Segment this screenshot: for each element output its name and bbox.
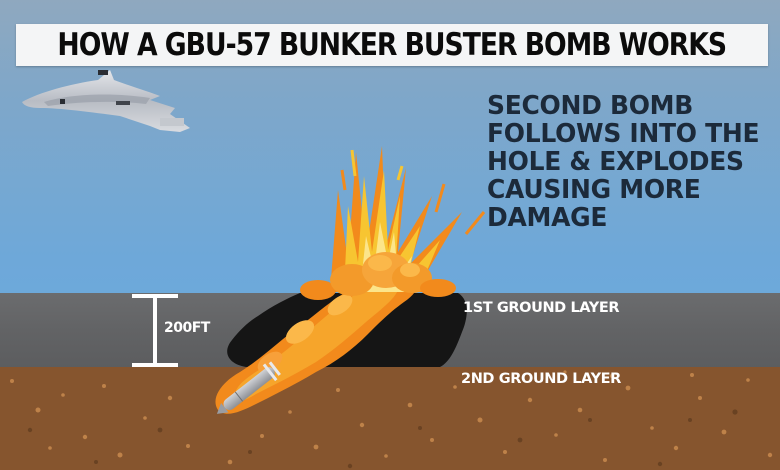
explosion-icon bbox=[300, 146, 486, 300]
bracket-stem bbox=[153, 294, 157, 366]
callout-line: SECOND BOMB bbox=[487, 91, 693, 121]
soil-speckles bbox=[10, 370, 773, 465]
callout-line: DAMAGE bbox=[487, 203, 608, 233]
stealth-bomber-icon bbox=[22, 70, 190, 132]
callout-text: SECOND BOMB FOLLOWS INTO THE HOLE & EXPL… bbox=[487, 92, 780, 232]
bracket-bottom bbox=[132, 363, 178, 367]
second-ground-layer bbox=[0, 367, 780, 470]
title-banner: HOW A GBU-57 BUNKER BUSTER BOMB WORKS bbox=[16, 24, 768, 66]
bomb-icon bbox=[216, 361, 281, 414]
callout-line: HOLE & EXPLODES bbox=[487, 147, 744, 177]
second-layer-label: 2ND GROUND LAYER bbox=[461, 371, 621, 387]
depth-label: 200FT bbox=[164, 320, 210, 336]
first-layer-label: 1ST GROUND LAYER bbox=[463, 300, 620, 316]
callout-line: FOLLOWS INTO THE bbox=[487, 119, 760, 149]
page-title: HOW A GBU-57 BUNKER BUSTER BOMB WORKS bbox=[57, 27, 728, 63]
callout-line: CAUSING MORE bbox=[487, 175, 701, 205]
